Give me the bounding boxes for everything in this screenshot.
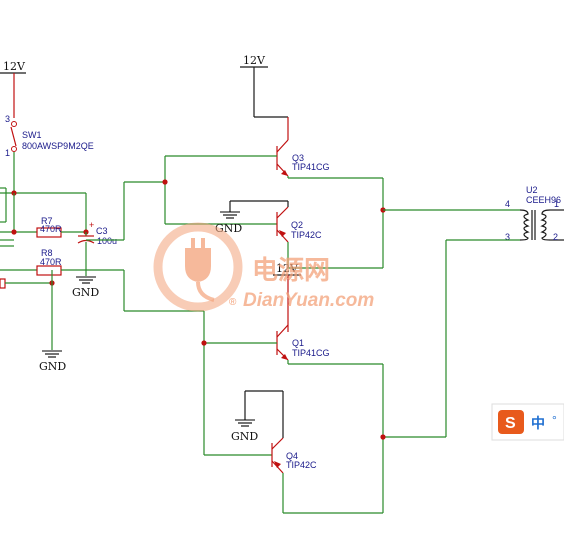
- switch-contact-bottom: [11, 146, 17, 152]
- q4-arrow: [274, 461, 281, 468]
- resistor-r8: [36, 265, 62, 276]
- ime-punct-toggle[interactable]: °: [552, 413, 557, 427]
- q1-collector: [276, 324, 289, 338]
- junction-out-bottom: [380, 434, 386, 440]
- resistor-stub: [0, 278, 6, 289]
- q2-part: TIP42C: [291, 230, 322, 240]
- r7-ref: R7: [41, 216, 53, 226]
- q3-arrow: [281, 170, 288, 176]
- gnd-label-left: GND: [39, 360, 66, 373]
- watermark-logo: [153, 222, 243, 312]
- watermark-ring: [153, 222, 243, 312]
- watermark-en: DianYuan.com: [243, 290, 374, 311]
- ime-logo-icon[interactable]: [498, 410, 524, 434]
- cap-polarity: +: [89, 220, 94, 230]
- q3-collector: [276, 139, 289, 153]
- switch-contact-top: [11, 121, 17, 127]
- tx-pin-2: 2: [553, 232, 558, 242]
- tx-secondary-coil: [540, 209, 551, 241]
- plug-prong-left: [191, 238, 195, 248]
- r8-value: 470R: [40, 257, 62, 267]
- q3-ref: Q3: [292, 153, 304, 163]
- gnd-label-cap: GND: [72, 286, 99, 299]
- watermark-cn: 电源网: [252, 256, 330, 286]
- switch-pin-bottom: 1: [5, 148, 10, 158]
- q4-ref: Q4: [286, 451, 298, 461]
- ime-toolbar[interactable]: S 中 °: [491, 403, 564, 441]
- ime-lang-toggle[interactable]: 中: [531, 415, 545, 432]
- q4-emitter: [271, 437, 284, 450]
- junction-q1-base: [201, 340, 207, 346]
- switch-pin-top: 3: [5, 114, 10, 124]
- cap-value: 100u: [97, 236, 117, 246]
- tx-part: CEEH96: [526, 195, 561, 205]
- plug-cord: [196, 281, 215, 302]
- q1-arrow: [281, 354, 288, 360]
- watermark-registered: ®: [229, 297, 237, 308]
- q4-part: TIP42C: [286, 460, 317, 470]
- supply-label-mid: 12V: [276, 262, 299, 275]
- q1-ref: Q1: [292, 338, 304, 348]
- q1-part: TIP41CG: [292, 348, 330, 358]
- r8-ref: R8: [41, 248, 53, 258]
- tx-primary-coil: [519, 209, 530, 241]
- cap-ref: C3: [96, 226, 108, 236]
- ime-logo-letter: S: [505, 415, 516, 432]
- switch-lever: [10, 126, 17, 147]
- q2-ref: Q2: [291, 220, 303, 230]
- tx-ref: U2: [526, 185, 538, 195]
- q2-emitter: [276, 206, 289, 219]
- tx-pin-4: 4: [505, 199, 510, 209]
- gnd-label-q4: GND: [231, 430, 258, 443]
- plug-icon: [185, 248, 211, 282]
- switch-part: 800AWSP9M2QE: [22, 141, 94, 151]
- supply-label-top: 12V: [243, 54, 266, 67]
- q3-part: TIP41CG: [292, 162, 330, 172]
- tx-pin-1: 1: [554, 199, 559, 209]
- junction-drive-top: [162, 179, 168, 185]
- junction-r7: [11, 229, 17, 235]
- r7-value-label: 470R: [40, 224, 62, 234]
- tx-pin-3: 3: [505, 232, 510, 242]
- q2-arrow: [279, 230, 286, 237]
- supply-label-left: 12V: [3, 60, 26, 73]
- plug-prong-right: [201, 238, 205, 248]
- switch-ref: SW1: [22, 130, 42, 140]
